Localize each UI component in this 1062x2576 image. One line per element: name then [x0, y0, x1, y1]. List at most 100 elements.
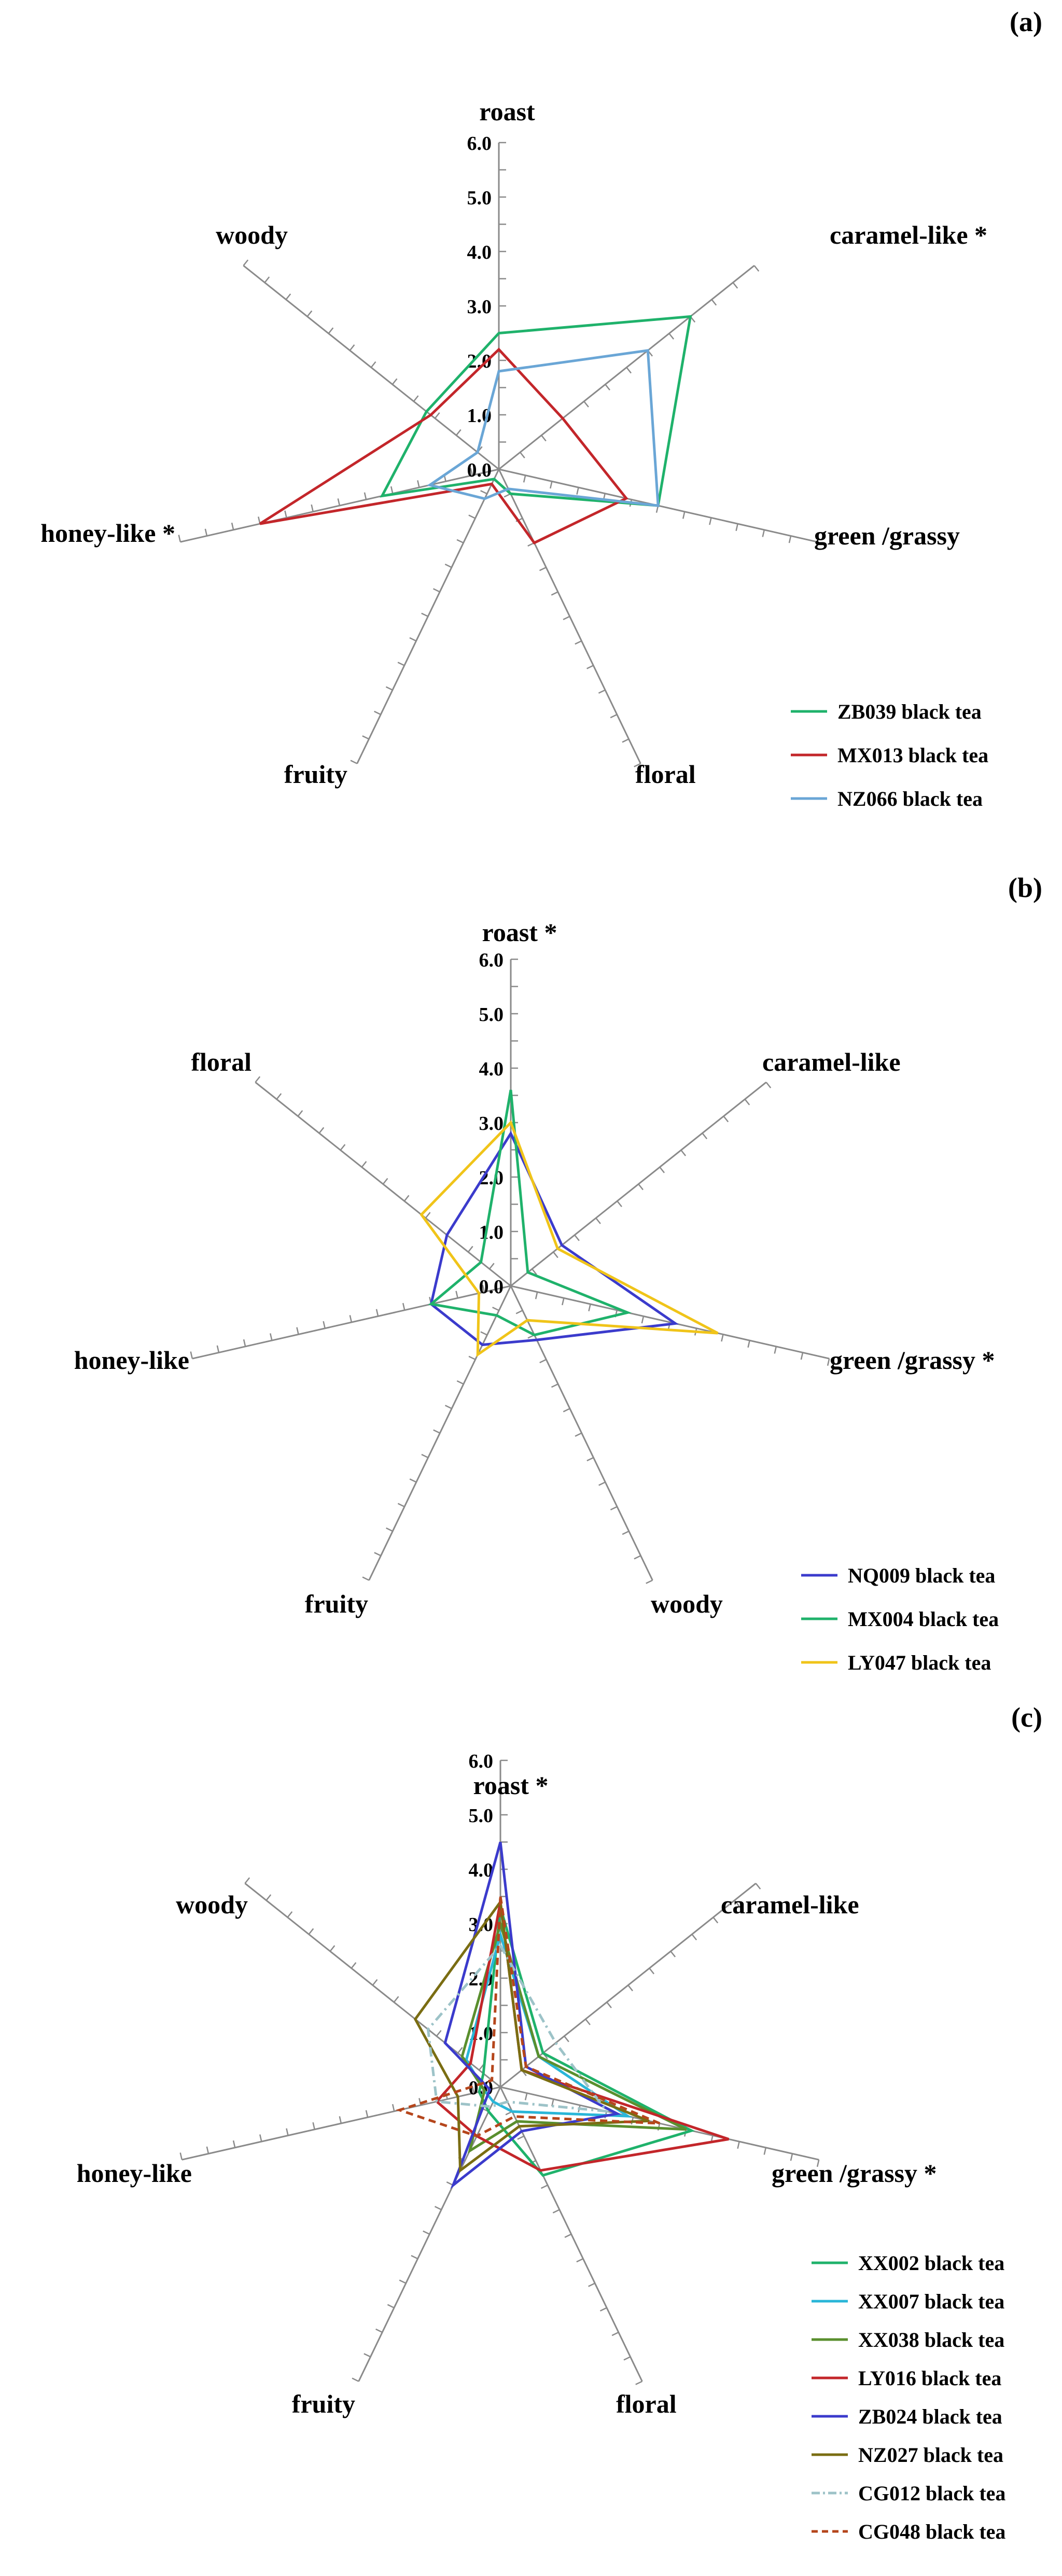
- radar-axis-tick: [585, 2019, 591, 2025]
- radar-axis-tick: [349, 344, 355, 351]
- radar-axis-tick: [417, 480, 420, 488]
- radar-axis-tick: [434, 412, 440, 419]
- radar-axis-tick: [610, 1506, 618, 1510]
- radial-tick-label: 0.0: [467, 459, 492, 481]
- radar-axis-tick: [691, 1934, 697, 1941]
- radar-axis-tick: [627, 1984, 633, 1992]
- radar-axis-tick: [702, 1132, 708, 1140]
- radar-axis-tick: [551, 1383, 558, 1388]
- radar-axis-tick: [788, 536, 792, 543]
- radar-axis-tick: [365, 2110, 369, 2118]
- radial-tick-label: 4.0: [479, 1058, 504, 1080]
- radial-tick-label: 6.0: [479, 949, 504, 971]
- radar-axis-tick: [517, 2135, 525, 2140]
- axis-category-label: roast *: [482, 918, 557, 947]
- radar-axis-tick: [375, 1309, 379, 1317]
- radar-axis-tick: [815, 541, 818, 550]
- radar-axis-tick: [266, 1894, 272, 1901]
- radar-axis-tick: [434, 2206, 442, 2210]
- radar-axis-tick: [634, 1555, 641, 1560]
- radar-axis-tick: [682, 511, 686, 519]
- legend-label: LY016 black tea: [858, 2367, 1001, 2390]
- radar-axis-tick: [370, 361, 376, 368]
- radar-axis-tick: [634, 763, 641, 767]
- series-polygon: [426, 1943, 610, 2113]
- radar-axis-tick: [286, 2128, 289, 2136]
- radar-axis-tick: [425, 1212, 431, 1219]
- radar-axis-tick: [444, 564, 452, 568]
- radar-axis-tick: [480, 490, 487, 495]
- series-polygon: [420, 1120, 719, 1357]
- radar-axis-tick: [382, 1178, 388, 1185]
- radar-axis-tick: [535, 1292, 538, 1299]
- series-polygon: [460, 1919, 687, 2154]
- radar-axis-tick: [385, 686, 393, 691]
- radar-axis-tick: [421, 1453, 429, 1459]
- radar-axis-tick: [456, 1380, 464, 1385]
- radar-axis-tick: [328, 327, 334, 334]
- axis-category-label: caramel-like: [721, 1890, 859, 1919]
- radar-axis-tick: [413, 395, 419, 402]
- radar-axis-tick: [611, 2331, 619, 2336]
- radial-tick-label: 3.0: [467, 296, 492, 318]
- radar-axis-tick: [622, 1530, 630, 1535]
- radar-axis-tick: [352, 2377, 359, 2382]
- axis-category-label: green /grassy *: [772, 2159, 937, 2188]
- series-polygon: [428, 1089, 632, 1337]
- radar-axis-tick: [576, 487, 579, 495]
- legend-label: XX038 black tea: [858, 2328, 1004, 2351]
- axis-category-label: caramel-like: [762, 1047, 901, 1076]
- radar-axis-tick: [306, 310, 313, 317]
- radar-axis-tick: [204, 528, 208, 536]
- radar-axis-tick: [455, 1291, 458, 1298]
- radar-axis-tick: [737, 2141, 740, 2149]
- radar-axis-tick: [732, 282, 738, 289]
- radar-axis-tick: [482, 1284, 485, 1292]
- radar-axis-tick: [178, 535, 181, 542]
- radar-axis-tick: [361, 1161, 367, 1168]
- radar-axis-tick: [308, 1928, 314, 1935]
- axis-category-label: roast *: [473, 1771, 549, 1800]
- radar-axis-tick: [399, 2279, 407, 2284]
- radar-axis-tick: [403, 1195, 410, 1202]
- radar-axis-tick: [296, 1327, 299, 1335]
- radar-axis-tick: [478, 2064, 484, 2071]
- radar-axis-tick: [470, 468, 473, 475]
- radar-panels: (a)0.01.02.03.04.05.06.0roastcaramel-lik…: [40, 6, 1042, 2543]
- radial-tick-label: 3.0: [479, 1113, 504, 1135]
- panel-label: (b): [1008, 872, 1042, 903]
- radar-axis-tick: [563, 615, 570, 621]
- radar-axis-tick: [575, 640, 582, 645]
- radar-axis-tick: [680, 1150, 687, 1156]
- radar-axis-tick: [392, 378, 398, 385]
- panel-label: (c): [1011, 1702, 1042, 1733]
- legend-label: CG048 black tea: [858, 2520, 1005, 2543]
- radar-axis-tick: [827, 1358, 830, 1366]
- radar-axis-tick: [617, 1200, 622, 1208]
- radar-axis-tick: [206, 2146, 209, 2154]
- radar-axis-tick: [763, 2147, 767, 2155]
- radar-axis-tick: [668, 333, 675, 340]
- radar-axis-tick: [641, 1316, 645, 1324]
- radar-axis-tick: [564, 2233, 572, 2238]
- radar-axis-tick: [393, 1996, 399, 2003]
- radar-axis-tick: [372, 1979, 378, 1986]
- radar-axis-tick: [287, 1911, 293, 1918]
- axis-category-label: floral: [635, 760, 696, 789]
- radar-axis-tick: [409, 637, 417, 642]
- axis-category-label: green /grassy: [814, 521, 960, 550]
- radar-axis-tick: [755, 1883, 761, 1889]
- axis-category-label: honey-like: [74, 1346, 189, 1375]
- radar-axis-tick: [455, 429, 462, 436]
- axis-category-label: fruity: [284, 760, 347, 789]
- radial-tick-label: 4.0: [467, 242, 492, 263]
- radar-axis-tick: [734, 1900, 740, 1907]
- radar-axis-tick: [374, 1552, 381, 1557]
- radar-axis-tick: [595, 1217, 601, 1224]
- radar-axis-tick: [765, 1082, 772, 1088]
- radar-axis-tick: [340, 1144, 346, 1151]
